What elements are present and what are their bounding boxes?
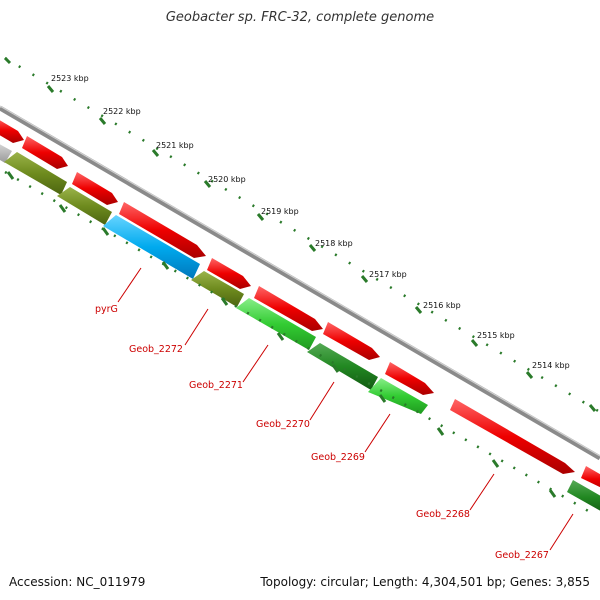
- gene-label-geob-2269: Geob_2269: [311, 452, 365, 463]
- gene-reverse: [368, 378, 428, 414]
- gene-reverse: [236, 298, 316, 350]
- scale-label: 2521 kbp: [156, 141, 194, 150]
- gene-label-pyrG: pyrG: [95, 304, 118, 315]
- outer-tick-ring: [4, 56, 600, 414]
- scale-label: 2520 kbp: [208, 175, 246, 184]
- reverse-strand-genes: [0, 144, 600, 511]
- scale-label: 2517 kbp: [369, 270, 407, 279]
- gene-reverse: [307, 343, 378, 390]
- genome-backbone: [0, 105, 600, 461]
- gene-forward: [323, 322, 380, 360]
- inner-major-ticks: [6, 171, 557, 498]
- gene-label-geob-2271: Geob_2271: [189, 380, 243, 391]
- label-leaders: [117, 267, 574, 551]
- scale-label: 2518 kbp: [315, 239, 353, 248]
- gene-label-geob-2268: Geob_2268: [416, 509, 470, 520]
- gene-forward: [0, 120, 24, 143]
- gene-reverse: [57, 187, 112, 225]
- leader-line: [309, 381, 335, 421]
- scale-label: 2515 kbp: [477, 331, 515, 340]
- gene-reverse: [191, 271, 244, 307]
- scale-label: 2514 kbp: [532, 361, 570, 370]
- leader-line: [117, 267, 142, 303]
- map-title: Geobacter sp. FRC-32, complete genome: [165, 10, 435, 25]
- forward-strand-genes: [0, 120, 600, 488]
- gene-label-geob-2270: Geob_2270: [256, 419, 310, 430]
- gene-reverse: [103, 215, 200, 279]
- scale-label: 2522 kbp: [103, 107, 141, 116]
- leader-line: [549, 513, 574, 551]
- gene-reverse: [4, 152, 67, 195]
- scale-labels: 2523 kbp 2522 kbp 2521 kbp 2520 kbp 2519…: [51, 74, 570, 370]
- leader-line: [242, 344, 269, 383]
- gene-label-geob-2267: Geob_2267: [495, 550, 549, 561]
- gene-forward: [450, 399, 575, 474]
- gene-forward: [581, 466, 600, 488]
- gene-forward: [119, 202, 206, 258]
- outer-major-ticks: [3, 56, 597, 412]
- gene-forward: [385, 362, 434, 395]
- scale-label: 2523 kbp: [51, 74, 89, 83]
- scale-label: 2516 kbp: [423, 301, 461, 310]
- gene-forward: [254, 286, 323, 331]
- leader-line: [184, 308, 209, 346]
- leader-line: [469, 473, 495, 511]
- gene-reverse: [567, 480, 600, 511]
- scale-label: 2519 kbp: [261, 207, 299, 216]
- topology-text: Topology: circular; Length: 4,304,501 bp…: [260, 575, 590, 589]
- gene-labels: pyrG Geob_2272 Geob_2271 Geob_2270 Geob_…: [95, 304, 549, 561]
- gene-forward: [22, 136, 68, 169]
- gene-reverse-gray: [0, 144, 12, 163]
- leader-line: [364, 413, 391, 453]
- gene-forward: [72, 172, 118, 205]
- gene-forward: [207, 258, 251, 289]
- accession-text: Accession: NC_011979: [9, 575, 146, 589]
- gene-label-geob-2272: Geob_2272: [129, 344, 183, 355]
